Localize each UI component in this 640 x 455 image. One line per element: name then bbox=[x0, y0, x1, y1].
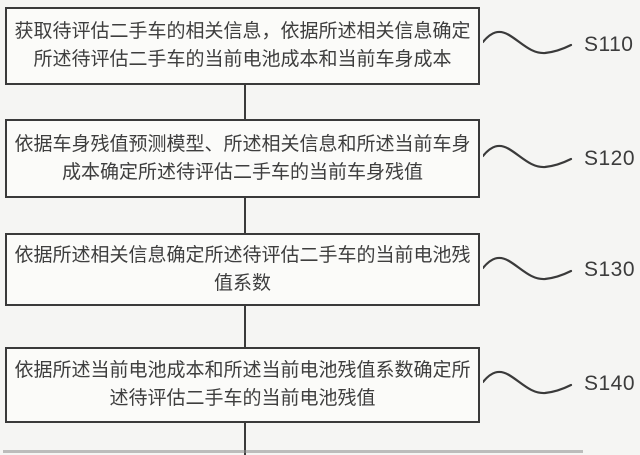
flow-arrow-line bbox=[244, 306, 246, 347]
step-box-s110: 获取待评估二手车的相关信息，依据所述相关信息确定 所述待评估二手车的当前电池成本… bbox=[5, 7, 480, 85]
wave-connector-icon bbox=[483, 30, 573, 55]
step-text-line: 获取待评估二手车的相关信息，依据所述相关信息确定 bbox=[14, 21, 471, 42]
step-text-line: 依据车身残值预测模型、所述相关信息和所述当前车身 bbox=[14, 133, 471, 155]
step-label-s130: S130 bbox=[584, 258, 636, 281]
flow-arrow-line bbox=[244, 85, 246, 119]
step-text-line: 所述待评估二手车的当前电池成本和当前车身成本 bbox=[33, 49, 452, 70]
step-label-s120: S120 bbox=[584, 147, 636, 170]
step-text-line: 依据所述当前电池成本和所述当前电池残值系数确定所 bbox=[14, 360, 471, 381]
step-text-line: 依据所述相关信息确定所述待评估二手车的当前电池残 bbox=[14, 244, 471, 266]
step-text-line: 述待评估二手车的当前电池残值 bbox=[109, 388, 376, 409]
step-box-s130: 依据所述相关信息确定所述待评估二手车的当前电池残 值系数 bbox=[5, 233, 480, 306]
step-text-line: 值系数 bbox=[213, 272, 271, 294]
wave-connector-icon bbox=[483, 370, 573, 395]
step-text-line: 成本确定所述待评估二手车的当前车身残值 bbox=[61, 161, 423, 183]
step-label-s140: S140 bbox=[584, 372, 636, 395]
cutoff-next-box-edge bbox=[3, 450, 583, 453]
step-box-s120: 依据车身残值预测模型、所述相关信息和所述当前车身 成本确定所述待评估二手车的当前… bbox=[5, 119, 480, 198]
flow-arrow-line bbox=[244, 423, 246, 455]
wave-connector-icon bbox=[483, 144, 573, 169]
wave-connector-icon bbox=[483, 256, 573, 281]
step-box-s140: 依据所述当前电池成本和所述当前电池残值系数确定所 述待评估二手车的当前电池残值 bbox=[5, 347, 480, 423]
flow-arrow-line bbox=[244, 198, 246, 233]
step-label-s110: S110 bbox=[584, 33, 634, 56]
